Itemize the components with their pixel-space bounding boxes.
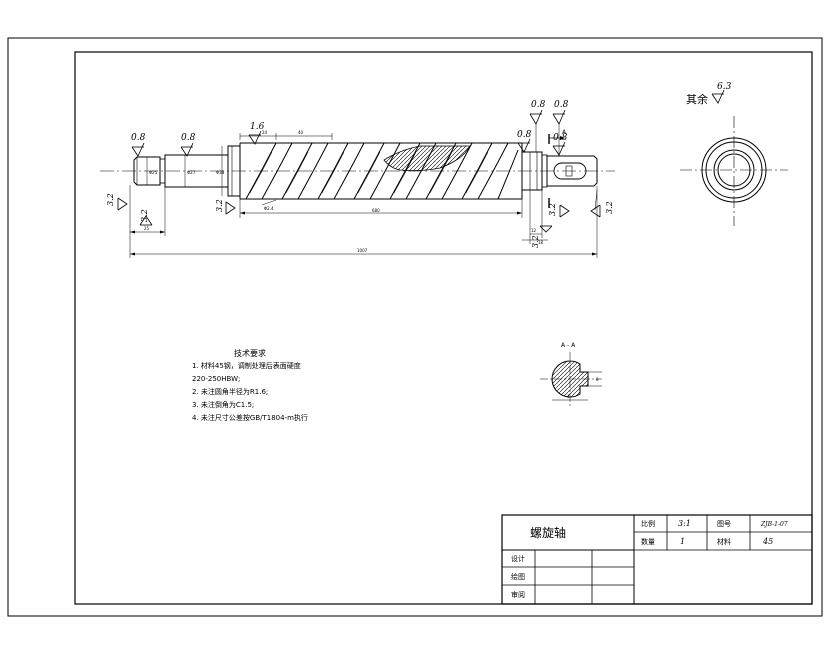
tech-line-3: 2. 未注圆角半径为R1.6; [192,387,268,396]
svg-text:3.2: 3.2 [215,199,224,212]
svg-text:0.8: 0.8 [181,133,196,143]
tech-line-2: 220-250HBW; [192,375,240,383]
svg-text:3.2: 3.2 [106,193,115,206]
section-label: A - A [561,342,576,349]
svg-text:1.6: 1.6 [250,122,265,132]
svg-text:3.2: 3.2 [548,203,557,216]
svg-text:40: 40 [298,130,304,135]
svg-text:ZJB-1-07: ZJB-1-07 [760,521,788,528]
svg-text:0.8: 0.8 [531,100,546,110]
svg-text:6.3: 6.3 [717,82,732,92]
dimensions: Φ25 Φ27 Φ38 24 40 680 Φ2.4 25 [129,130,598,258]
part-name: 螺旋轴 [530,525,566,540]
tech-line-5: 4. 未注尺寸公差按GB/T1804-m执行 [192,413,308,422]
svg-text:18: 18 [538,240,544,245]
svg-text:3.2: 3.2 [531,235,540,248]
svg-text:设计: 设计 [511,554,525,563]
svg-text:Φ38: Φ38 [216,170,225,175]
svg-text:0.8: 0.8 [131,133,146,143]
technical-requirements: 技术要求 1. 材料45钢，调制处理后表面硬度 220-250HBW; 2. 未… [192,348,308,422]
svg-text:24: 24 [262,130,268,135]
svg-text:绘图: 绘图 [511,572,525,581]
tech-title: 技术要求 [234,348,266,358]
svg-text:45: 45 [762,537,773,546]
thread-helix [245,142,519,200]
section-marker-label: A [562,129,567,136]
tech-line-4: 3. 未注倒角为C1.5; [192,400,254,409]
partial-section-hatch [383,145,471,172]
shaft-main-view: A [100,129,615,208]
svg-text:Φ2.4: Φ2.4 [264,206,274,211]
inner-frame [74,51,813,605]
outer-frame [7,37,823,617]
svg-text:0.8: 0.8 [554,100,569,110]
svg-text:3.2: 3.2 [605,201,614,214]
svg-text:3.2: 3.2 [140,209,149,222]
svg-text:8: 8 [596,377,599,382]
end-view [680,116,788,226]
right-journal [546,155,598,187]
svg-text:数量: 数量 [641,537,655,546]
svg-text:12: 12 [531,228,537,233]
svg-text:0.8: 0.8 [553,133,568,143]
section-a-a: A - A 8 4 [540,342,602,408]
svg-text:4: 4 [567,394,570,399]
svg-text:审阅: 审阅 [511,590,525,599]
svg-text:3:1: 3:1 [678,519,691,528]
svg-text:1007: 1007 [357,248,368,253]
svg-text:比例: 比例 [641,519,655,528]
keyway [553,162,587,180]
svg-text:680: 680 [372,208,380,213]
svg-text:0.8: 0.8 [517,130,532,140]
roughness-symbols: 0.8 0.8 1.6 0.8 0.8 0.8 0.8 3.2 3.2 3.2 [106,82,732,248]
svg-text:Φ25: Φ25 [149,170,158,175]
remaining-label: 其余 [686,92,708,106]
svg-text:25: 25 [144,226,150,231]
title-block: 螺旋轴 比例 3:1 图号 ZJB-1-07 数量 1 材料 45 设计 绘图 … [501,514,813,605]
svg-text:材料: 材料 [717,537,731,546]
tech-line-1: 1. 材料45钢，调制处理后表面硬度 [192,361,301,370]
svg-text:图号: 图号 [717,520,731,528]
svg-text:Φ27: Φ27 [187,170,196,175]
svg-text:1: 1 [680,537,685,546]
